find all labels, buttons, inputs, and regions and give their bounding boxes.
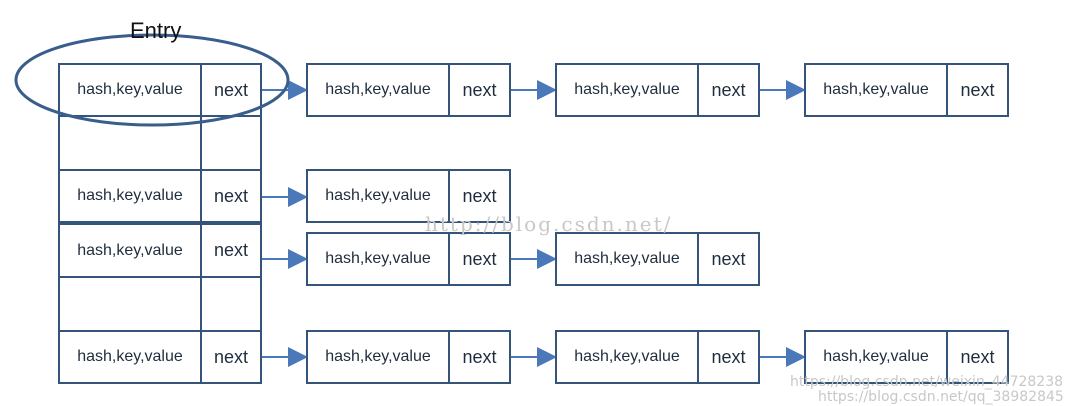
node-next: next bbox=[711, 248, 746, 269]
watermark-bottom-2: https://blog.csdn.net/qq_38982845 bbox=[818, 389, 1064, 405]
node-data: hash,key,value bbox=[806, 332, 948, 382]
node-next: next bbox=[960, 79, 995, 100]
chain-node-r6-3: hash,key,value next bbox=[804, 330, 1009, 384]
node-data: hash,key,value bbox=[557, 234, 699, 284]
node-next: next bbox=[462, 346, 497, 367]
node-data: hash,key,value bbox=[60, 332, 202, 382]
node-next: next bbox=[711, 79, 746, 100]
chain-node-r6-1: hash,key,value next bbox=[306, 330, 511, 384]
chain-node-r1-3: hash,key,value next bbox=[804, 63, 1009, 117]
bucket-0: hash,key,value next bbox=[58, 63, 262, 117]
chain-node-r4-1: hash,key,value next bbox=[306, 232, 511, 286]
chain-node-r4-2: hash,key,value next bbox=[555, 232, 760, 286]
node-next: next bbox=[213, 185, 249, 206]
node-data: hash,key,value bbox=[60, 65, 202, 115]
node-data: hash,key,value bbox=[60, 171, 202, 221]
bucket-3: hash,key,value next bbox=[58, 223, 262, 278]
chain-node-r1-2: hash,key,value next bbox=[555, 63, 760, 117]
watermark-bottom-1: https://blog.csdn.net/weixin_44728238 bbox=[790, 374, 1064, 390]
node-next: next bbox=[960, 346, 995, 367]
bucket-2: hash,key,value next bbox=[58, 169, 262, 223]
node-data: hash,key,value bbox=[557, 65, 699, 115]
bucket-4-empty bbox=[58, 276, 262, 332]
node-data: hash,key,value bbox=[806, 65, 948, 115]
watermark-center: http://blog.csdn.net/ bbox=[425, 212, 673, 236]
node-data: hash,key,value bbox=[308, 332, 450, 382]
node-next: next bbox=[462, 79, 497, 100]
node-next: next bbox=[213, 240, 249, 260]
bucket-1-empty bbox=[58, 115, 262, 171]
node-next: next bbox=[213, 79, 249, 100]
chain-node-r3-1: hash,key,value next bbox=[306, 169, 511, 223]
node-next: next bbox=[462, 185, 497, 206]
node-data: hash,key,value bbox=[308, 171, 450, 221]
bucket-5: hash,key,value next bbox=[58, 330, 262, 384]
chain-node-r6-2: hash,key,value next bbox=[555, 330, 760, 384]
entry-label: Entry bbox=[130, 18, 182, 43]
node-data: hash,key,value bbox=[308, 65, 450, 115]
node-data: hash,key,value bbox=[60, 225, 202, 276]
node-data: hash,key,value bbox=[308, 234, 450, 284]
chain-node-r1-1: hash,key,value next bbox=[306, 63, 511, 117]
node-next: next bbox=[213, 346, 249, 367]
node-next: next bbox=[462, 248, 497, 269]
node-data: hash,key,value bbox=[557, 332, 699, 382]
node-next: next bbox=[711, 346, 746, 367]
